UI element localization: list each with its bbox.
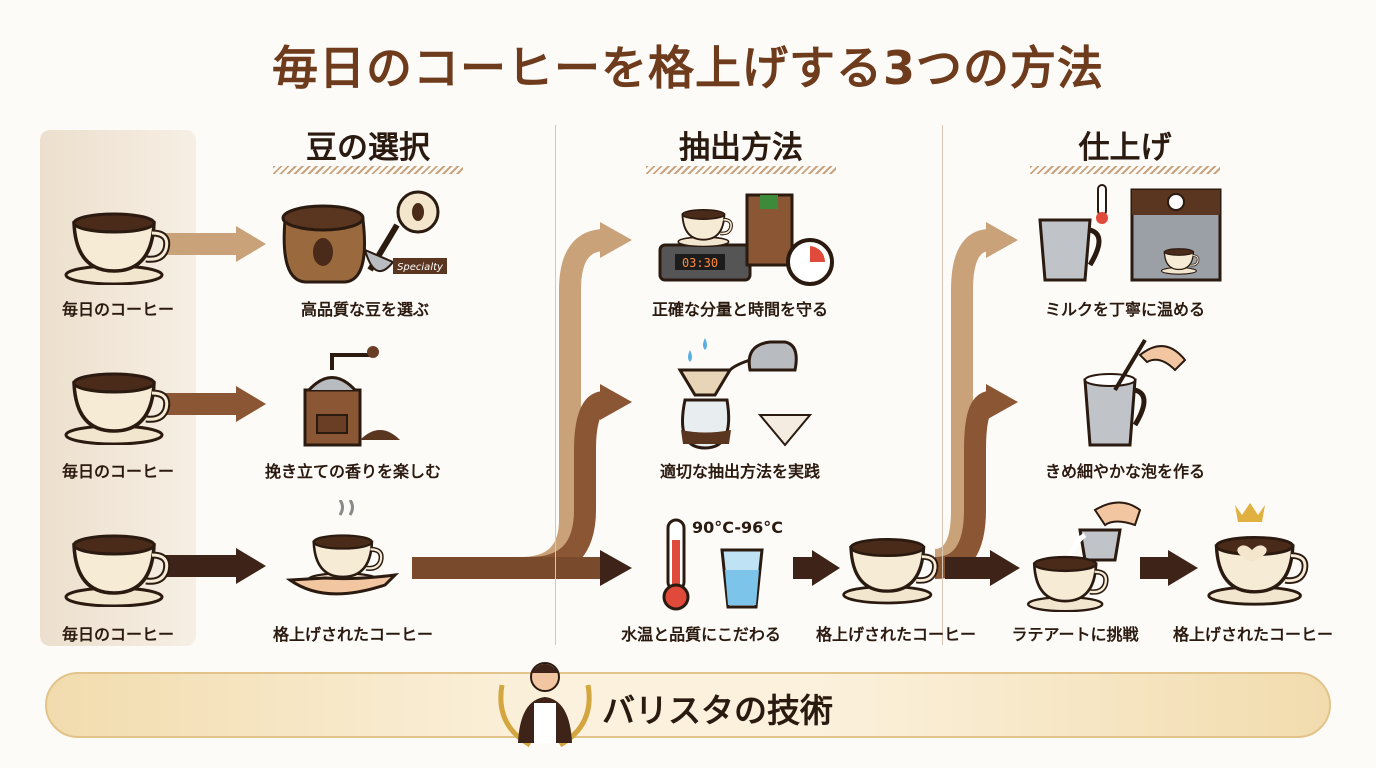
column-divider <box>555 125 556 645</box>
arrow-head <box>600 222 632 258</box>
pour-over-icon <box>677 338 813 450</box>
arrow-head <box>1168 550 1198 586</box>
scale-readout: 03:30 <box>682 256 718 270</box>
arrow-head <box>990 550 1020 586</box>
latte-art-cup-icon <box>1200 503 1320 610</box>
latte-pour-icon <box>1025 501 1142 615</box>
label-elevated-coffee: 格上げされたコーヒー <box>815 625 976 644</box>
label-daily-coffee: 毎日のコーヒー <box>61 462 174 481</box>
heading-finishing: 仕上げ <box>1078 130 1172 166</box>
arrow-head <box>986 384 1018 420</box>
label-daily-coffee: 毎日のコーヒー <box>61 300 174 319</box>
coffee-grinder-icon <box>303 346 400 447</box>
heading-brewing-method: 抽出方法 <box>679 130 803 166</box>
arrow-head <box>986 222 1018 258</box>
arrow-head <box>236 386 266 422</box>
label-fine-foam: きめ細やかな泡を作る <box>1044 462 1205 481</box>
espresso-machine-icon <box>1038 184 1222 282</box>
column-divider <box>942 125 943 645</box>
arrow-head <box>600 384 632 420</box>
arrow-head <box>600 550 632 586</box>
hand-holding-cup-icon <box>285 500 400 596</box>
barista-skill-banner <box>45 672 1331 738</box>
page-title: 毎日のコーヒーを格上げする3つの方法 <box>271 41 1104 95</box>
temperature-range: 90°C-96°C <box>692 518 784 537</box>
label-elevated-coffee: 格上げされたコーヒー <box>272 625 433 644</box>
label-latte-art: ラテアートに挑戦 <box>1011 625 1139 644</box>
heading-underline <box>273 166 463 174</box>
arrow-head <box>236 548 266 584</box>
heading-underline <box>646 166 836 174</box>
heading-underline <box>1030 166 1220 174</box>
label-precise-measure: 正確な分量と時間を守る <box>651 300 828 319</box>
label-proper-brewing: 適切な抽出方法を実践 <box>659 462 820 481</box>
coffee-cup-icon <box>62 365 172 445</box>
coffee-cup-icon <box>840 520 950 610</box>
milk-frothing-icon <box>1083 338 1187 447</box>
label-daily-coffee: 毎日のコーヒー <box>61 625 174 644</box>
barista-icon <box>498 662 592 748</box>
thermometer-water-icon <box>662 518 764 611</box>
heading-bean-selection: 豆の選択 <box>306 130 430 166</box>
coffee-bean-bag-icon: Specialty <box>281 190 447 284</box>
scale-timer-icon: 03:30 <box>658 193 834 286</box>
specialty-badge-text: Specialty <box>397 262 444 273</box>
label-elevated-coffee: 格上げされたコーヒー <box>1172 625 1333 644</box>
label-fresh-ground: 挽き立ての香りを楽しむ <box>264 462 441 481</box>
arrow-head <box>812 550 840 586</box>
label-warm-milk: ミルクを丁寧に温める <box>1044 300 1205 319</box>
label-quality-beans: 高品質な豆を選ぶ <box>300 300 429 319</box>
flow-curve-1-mid <box>412 391 607 579</box>
arrow-head <box>236 226 266 262</box>
banner-label: バリスタの技術 <box>602 691 833 730</box>
coffee-cup-icon <box>62 527 172 607</box>
coffee-cup-icon <box>62 205 172 285</box>
label-water-quality: 水温と品質にこだわる <box>621 625 781 644</box>
